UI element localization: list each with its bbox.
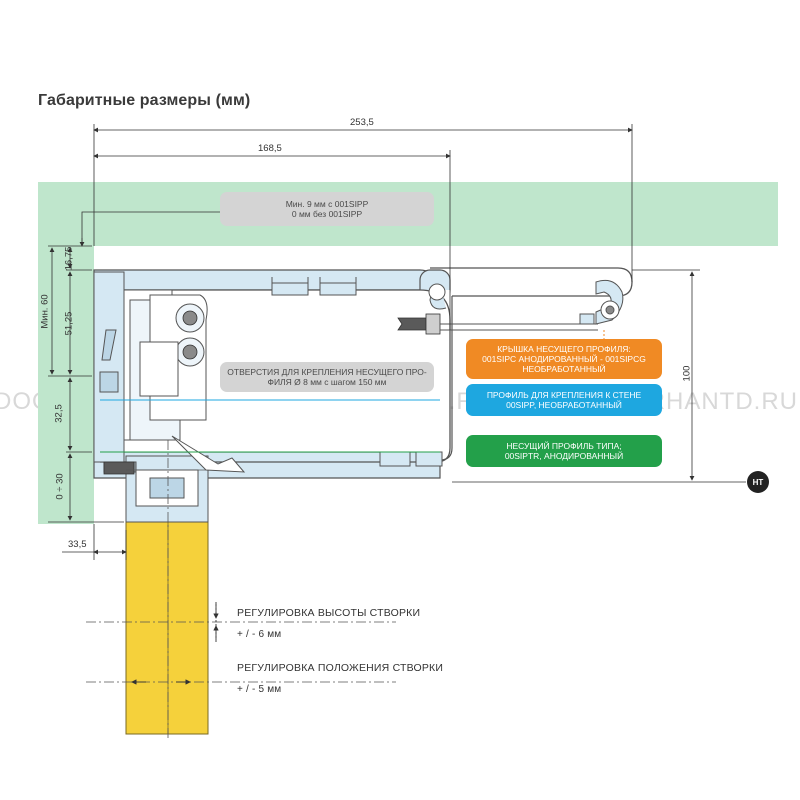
- position-adjust-title: РЕГУЛИРОВКА ПОЛОЖЕНИЯ СТВОРКИ: [237, 662, 444, 674]
- dim-16-75: 16,75: [63, 246, 75, 271]
- dim-height-100: 100: [681, 365, 693, 382]
- position-adjust-value: + / - 5 мм: [237, 684, 282, 695]
- label-min-9mm: Мин. 9 мм с 001SIPP 0 мм без 001SIPP: [220, 192, 434, 226]
- door-leaf: [125, 521, 209, 735]
- dim-min-60: Мин. 60: [39, 294, 51, 329]
- wall-zone-left: [38, 182, 94, 524]
- dim-overall-width: 253,5: [350, 117, 374, 128]
- dim-0-30: 0 ÷ 30: [54, 473, 66, 500]
- height-adjust-value: + / - 6 мм: [237, 629, 282, 640]
- dim-51-25: 51,25: [63, 311, 75, 336]
- label-wall-profile: ПРОФИЛЬ ДЛЯ КРЕПЛЕНИЯ К СТЕНЕ 00SIPP, НЕ…: [466, 384, 662, 416]
- label-carrier-profile: НЕСУЩИЙ ПРОФИЛЬ ТИПА; 00SIPTR, АНОДИРОВА…: [466, 435, 662, 467]
- leaf-clamp: [103, 435, 246, 523]
- dim-32-5: 32,5: [53, 404, 65, 423]
- label-mounting-holes: ОТВЕРСТИЯ ДЛЯ КРЕПЛЕНИЯ НЕСУЩЕГО ПРО- ФИ…: [220, 362, 434, 392]
- dim-inner-width: 168,5: [258, 143, 282, 154]
- height-adjust-title: РЕГУЛИРОВКА ВЫСОТЫ СТВОРКИ: [237, 607, 421, 619]
- cover-profile: [579, 279, 624, 325]
- dim-33-5: 33,5: [68, 539, 87, 550]
- ht-badge: HT: [747, 471, 769, 493]
- label-cover-profile: КРЫШКА НЕСУЩЕГО ПРОФИЛЯ: 001SIPC АНОДИРО…: [466, 339, 662, 379]
- page-title: Габаритные размеры (мм): [38, 92, 251, 109]
